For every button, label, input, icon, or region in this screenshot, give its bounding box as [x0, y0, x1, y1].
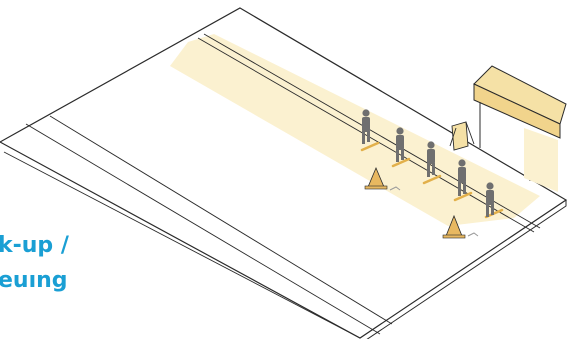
- floor-marker-icon: [391, 157, 411, 168]
- floor-marker-icon: [422, 174, 442, 185]
- traffic-cone-icon: [442, 214, 466, 239]
- person-icon: [427, 141, 435, 177]
- traffic-cone-icon: [364, 166, 388, 190]
- person-icon: [458, 159, 466, 196]
- caption-line-2: euıng: [0, 268, 68, 293]
- floor-marker-icon: [453, 191, 473, 202]
- caption-line-1: k-up /: [0, 233, 69, 258]
- sidewalk-strip-lines: [3, 33, 541, 339]
- awning-icon: [473, 65, 567, 192]
- floor-arrows: [389, 186, 479, 237]
- person-icon: [362, 109, 370, 144]
- person-icon: [396, 127, 404, 162]
- floor-marker-icon: [360, 141, 380, 152]
- sandwich-board-icon: [449, 121, 475, 151]
- queue-zone-highlight: [170, 34, 540, 226]
- person-icon: [486, 182, 494, 217]
